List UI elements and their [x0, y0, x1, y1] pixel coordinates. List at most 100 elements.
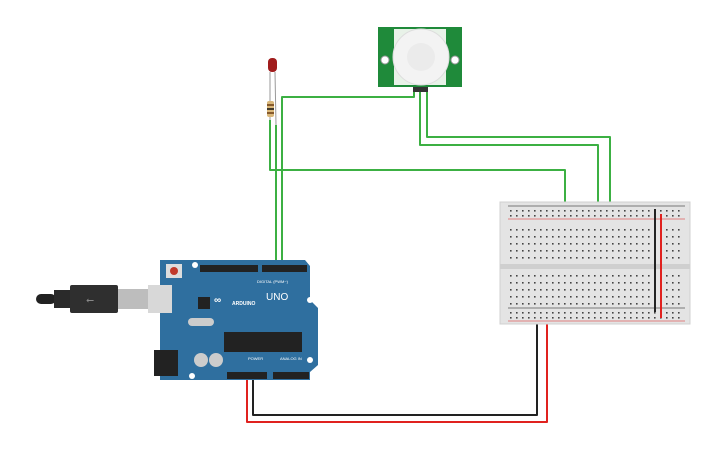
breadboard-hole[interactable] — [582, 236, 584, 238]
breadboard-hole[interactable] — [564, 215, 566, 217]
breadboard-hole[interactable] — [678, 282, 680, 284]
breadboard-hole[interactable] — [582, 289, 584, 291]
breadboard-hole[interactable] — [642, 282, 644, 284]
breadboard-hole[interactable] — [642, 296, 644, 298]
breadboard-hole[interactable] — [678, 312, 680, 314]
breadboard-hole[interactable] — [528, 257, 530, 259]
breadboard-hole[interactable] — [612, 257, 614, 259]
breadboard-hole[interactable] — [624, 296, 626, 298]
breadboard-hole[interactable] — [630, 257, 632, 259]
breadboard-hole[interactable] — [666, 282, 668, 284]
breadboard-hole[interactable] — [588, 229, 590, 231]
breadboard-hole[interactable] — [606, 215, 608, 217]
breadboard-hole[interactable] — [564, 296, 566, 298]
breadboard-hole[interactable] — [600, 229, 602, 231]
breadboard-hole[interactable] — [618, 215, 620, 217]
breadboard-hole[interactable] — [600, 312, 602, 314]
breadboard-hole[interactable] — [588, 243, 590, 245]
breadboard-hole[interactable] — [648, 215, 650, 217]
breadboard-hole[interactable] — [606, 282, 608, 284]
breadboard-hole[interactable] — [540, 257, 542, 259]
breadboard-hole[interactable] — [672, 257, 674, 259]
breadboard-hole[interactable] — [606, 229, 608, 231]
breadboard-hole[interactable] — [630, 296, 632, 298]
breadboard-hole[interactable] — [552, 296, 554, 298]
breadboard-hole[interactable] — [654, 312, 656, 314]
arduino-uno[interactable]: ∞ ARDUINO UNO DIGITAL (PWM~) POWER ANALO… — [148, 260, 318, 380]
breadboard-hole[interactable] — [510, 236, 512, 238]
breadboard-hole[interactable] — [672, 243, 674, 245]
breadboard-hole[interactable] — [612, 317, 614, 319]
breadboard-hole[interactable] — [630, 289, 632, 291]
breadboard-hole[interactable] — [540, 296, 542, 298]
breadboard-hole[interactable] — [534, 257, 536, 259]
breadboard-hole[interactable] — [534, 296, 536, 298]
breadboard-hole[interactable] — [600, 210, 602, 212]
breadboard-hole[interactable] — [516, 210, 518, 212]
breadboard-hole[interactable] — [636, 236, 638, 238]
breadboard-hole[interactable] — [630, 275, 632, 277]
breadboard-hole[interactable] — [630, 229, 632, 231]
breadboard-hole[interactable] — [612, 243, 614, 245]
breadboard-hole[interactable] — [636, 215, 638, 217]
breadboard-hole[interactable] — [534, 243, 536, 245]
breadboard-hole[interactable] — [648, 250, 650, 252]
breadboard-hole[interactable] — [678, 229, 680, 231]
breadboard-hole[interactable] — [558, 303, 560, 305]
breadboard-hole[interactable] — [558, 250, 560, 252]
breadboard-hole[interactable] — [510, 317, 512, 319]
breadboard[interactable] — [499, 201, 691, 325]
breadboard-hole[interactable] — [582, 210, 584, 212]
breadboard-hole[interactable] — [516, 289, 518, 291]
breadboard-hole[interactable] — [630, 282, 632, 284]
breadboard-hole[interactable] — [510, 296, 512, 298]
breadboard-hole[interactable] — [576, 236, 578, 238]
breadboard-hole[interactable] — [618, 317, 620, 319]
breadboard-hole[interactable] — [516, 275, 518, 277]
breadboard-hole[interactable] — [558, 312, 560, 314]
breadboard-hole[interactable] — [618, 289, 620, 291]
breadboard-hole[interactable] — [534, 275, 536, 277]
breadboard-hole[interactable] — [624, 275, 626, 277]
breadboard-hole[interactable] — [612, 275, 614, 277]
breadboard-hole[interactable] — [624, 236, 626, 238]
breadboard-hole[interactable] — [510, 210, 512, 212]
breadboard-hole[interactable] — [600, 243, 602, 245]
breadboard-hole[interactable] — [564, 303, 566, 305]
breadboard-hole[interactable] — [510, 312, 512, 314]
breadboard-hole[interactable] — [540, 275, 542, 277]
breadboard-hole[interactable] — [510, 229, 512, 231]
breadboard-hole[interactable] — [522, 257, 524, 259]
breadboard-hole[interactable] — [678, 289, 680, 291]
breadboard-hole[interactable] — [522, 317, 524, 319]
breadboard-hole[interactable] — [540, 317, 542, 319]
breadboard-hole[interactable] — [648, 229, 650, 231]
breadboard-hole[interactable] — [540, 250, 542, 252]
breadboard-hole[interactable] — [636, 275, 638, 277]
breadboard-hole[interactable] — [648, 282, 650, 284]
breadboard-hole[interactable] — [636, 296, 638, 298]
breadboard-hole[interactable] — [564, 243, 566, 245]
breadboard-hole[interactable] — [534, 250, 536, 252]
breadboard-hole[interactable] — [576, 210, 578, 212]
breadboard-hole[interactable] — [612, 229, 614, 231]
breadboard-hole[interactable] — [570, 257, 572, 259]
breadboard-hole[interactable] — [528, 215, 530, 217]
breadboard-hole[interactable] — [624, 317, 626, 319]
breadboard-hole[interactable] — [666, 215, 668, 217]
breadboard-hole[interactable] — [588, 296, 590, 298]
breadboard-hole[interactable] — [588, 250, 590, 252]
breadboard-hole[interactable] — [576, 312, 578, 314]
breadboard-hole[interactable] — [618, 210, 620, 212]
wire-pir-vcc[interactable] — [426, 92, 611, 210]
breadboard-hole[interactable] — [540, 282, 542, 284]
breadboard-hole[interactable] — [552, 289, 554, 291]
breadboard-hole[interactable] — [540, 312, 542, 314]
breadboard-hole[interactable] — [588, 275, 590, 277]
breadboard-hole[interactable] — [552, 210, 554, 212]
breadboard-hole[interactable] — [582, 317, 584, 319]
breadboard-hole[interactable] — [552, 236, 554, 238]
breadboard-hole[interactable] — [594, 229, 596, 231]
breadboard-hole[interactable] — [648, 257, 650, 259]
breadboard-hole[interactable] — [672, 289, 674, 291]
